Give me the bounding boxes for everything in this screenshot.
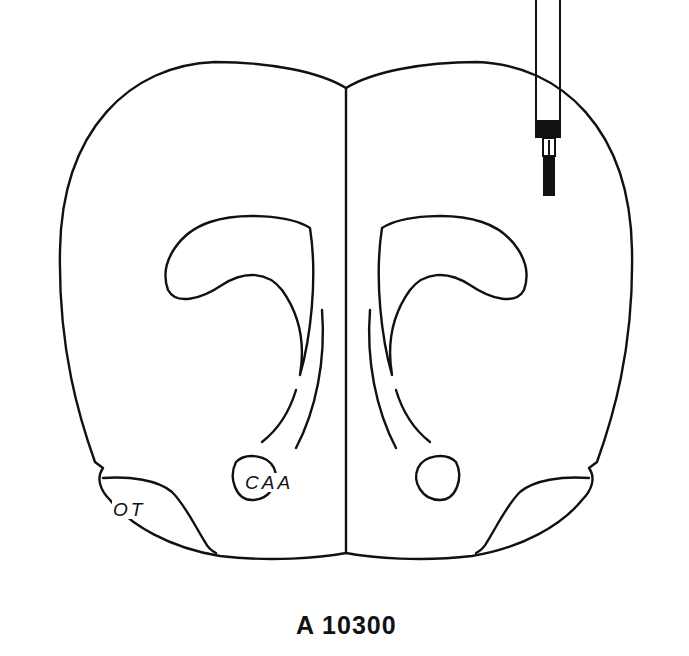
section-caption: A 10300 xyxy=(296,613,397,638)
right-hemisphere xyxy=(346,62,632,559)
left-hemisphere xyxy=(60,62,346,559)
region-label: CAA xyxy=(244,473,294,492)
midline xyxy=(345,88,347,553)
cannula xyxy=(535,0,561,196)
region-label: OT xyxy=(112,500,146,519)
